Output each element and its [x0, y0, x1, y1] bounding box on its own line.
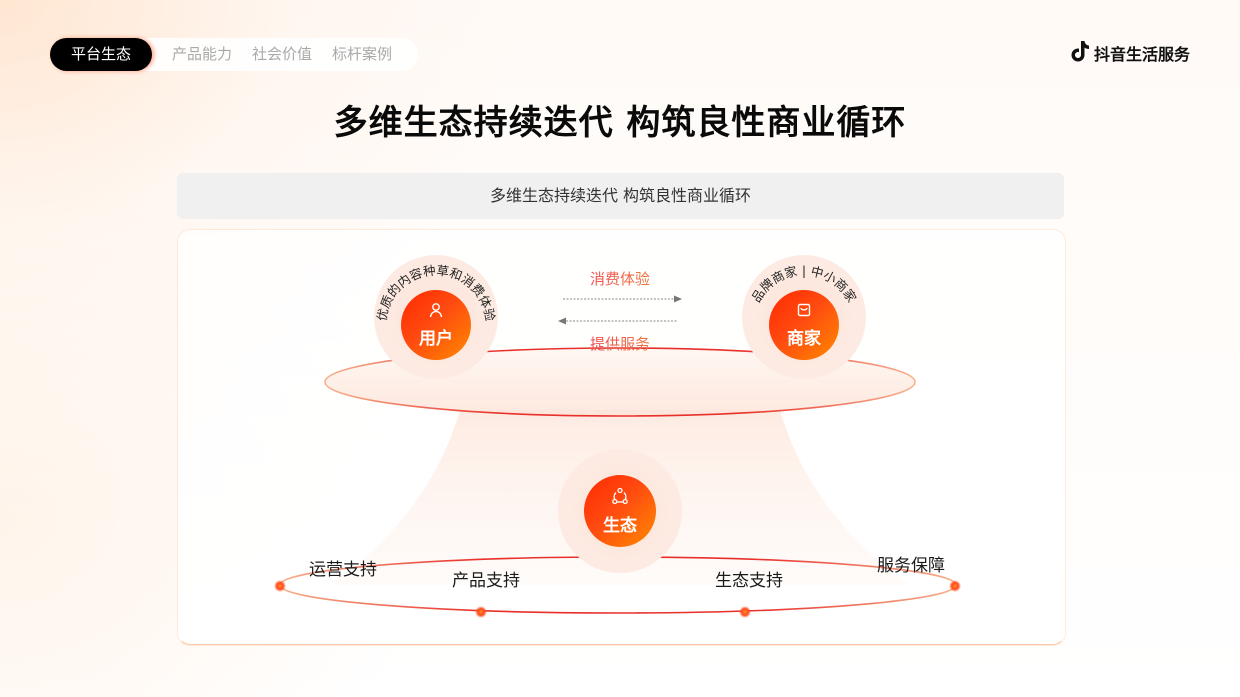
- brand-logo: 抖音生活服务: [1070, 40, 1190, 66]
- user-node[interactable]: 用户: [401, 290, 471, 360]
- merchant-node[interactable]: 商家: [769, 290, 839, 360]
- tab-social-value[interactable]: 社会价值: [252, 45, 313, 63]
- shopping-bag-icon: [796, 302, 812, 322]
- top-nav: 平台生态 产品能力 社会价值 标杆案例: [50, 38, 418, 71]
- user-label: 用户: [419, 328, 453, 349]
- tab-product-capability[interactable]: 产品能力: [172, 45, 233, 63]
- douyin-note-icon: [1070, 40, 1090, 66]
- flow-label-service: 提供服务: [560, 333, 680, 354]
- support-product: 产品支持: [452, 571, 520, 591]
- support-operations: 运营支持: [309, 560, 377, 580]
- support-ecosystem: 生态支持: [715, 571, 783, 591]
- tab-benchmark-cases[interactable]: 标杆案例: [332, 45, 393, 63]
- brand-name: 抖音生活服务: [1093, 45, 1190, 64]
- support-service-guarantee: 服务保障: [877, 556, 945, 576]
- flow-label-consumption: 消费体验: [560, 268, 680, 289]
- share-network-icon: [611, 487, 629, 509]
- ecosystem-node[interactable]: 生态: [584, 475, 656, 547]
- diagram-panel: [178, 230, 1065, 645]
- merchant-label: 商家: [787, 328, 821, 349]
- ecosystem-label: 生态: [603, 515, 637, 536]
- page-title: 多维生态持续迭代 构筑良性商业循环: [333, 103, 907, 143]
- subtitle-bar: 多维生态持续迭代 构筑良性商业循环: [177, 173, 1064, 219]
- tab-platform-ecosystem[interactable]: 平台生态: [50, 38, 153, 71]
- user-icon: [428, 302, 444, 322]
